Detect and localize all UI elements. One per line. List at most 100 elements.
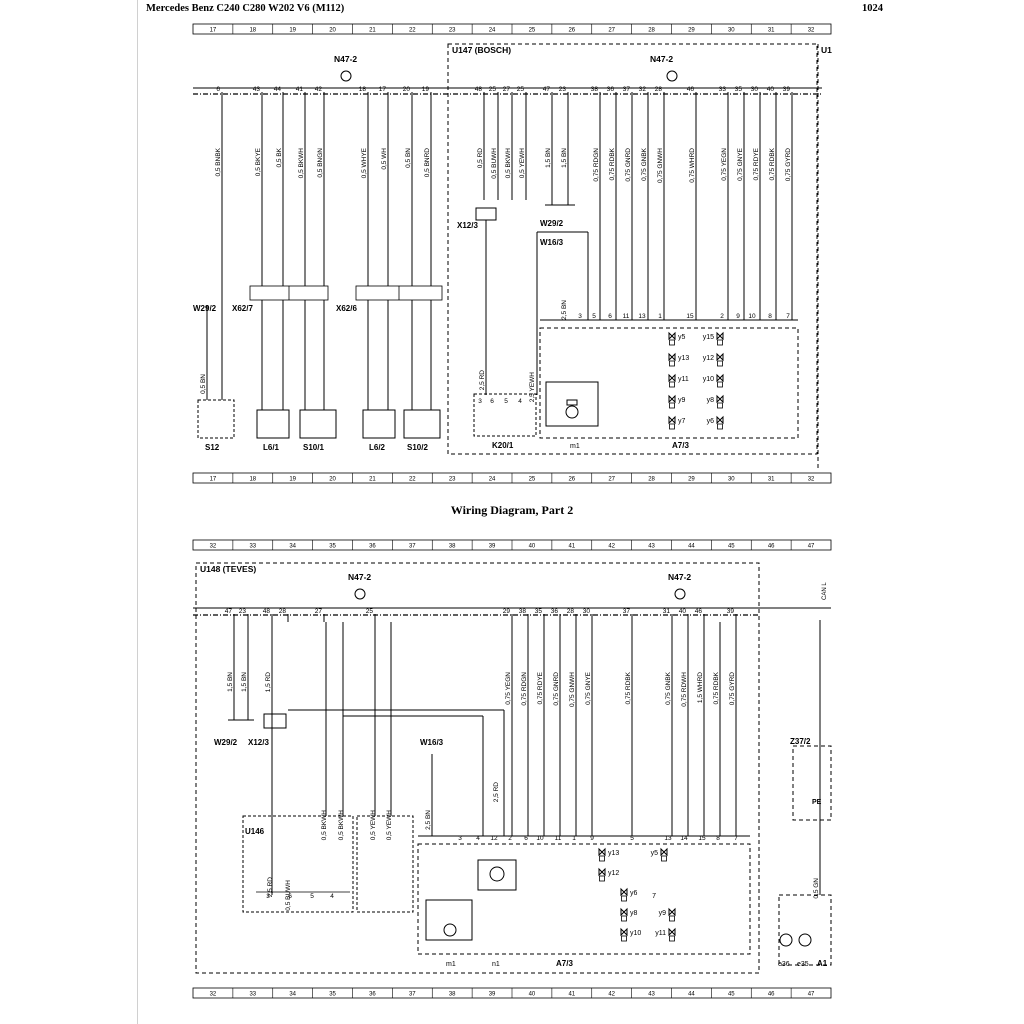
part-2-grid-top-cell-44: 44 (688, 544, 695, 550)
part-1-wire-1: 0,5 BKYE (255, 147, 262, 176)
part-1-aux-wire-1: 2,5 RD (479, 370, 486, 391)
part-1-wire-12: 0,5 YEWH (519, 148, 526, 179)
part-1-grid-bottom-cell-20: 20 (329, 477, 336, 483)
w29-2-inner-label: W29/2 (540, 219, 564, 228)
part-1-pin-18: 18 (359, 86, 367, 93)
can-l-label: CAN L (822, 582, 828, 600)
part-1-a7-pin-10: 10 (748, 313, 756, 320)
part-2-a7-pin-7: 7 (734, 835, 738, 842)
part-2-grid-top-cell-38: 38 (449, 544, 456, 550)
a7-3-label-2: A7/3 (556, 959, 573, 968)
part-2-wire-12: 1,5 WHRD (697, 672, 704, 703)
part-2-wire-2: 1,5 RD (265, 672, 272, 693)
part-1-wire-22: 0,75 GNYE (737, 147, 744, 181)
part-2-grid-top-cell-42: 42 (608, 544, 615, 550)
part-2-u146-pin-6: 6 (288, 893, 292, 900)
part-2-a7-pin-8: 8 (716, 835, 720, 842)
part-1-a7-pin-13: 13 (638, 313, 646, 320)
s10-2-label: S10/2 (407, 443, 428, 452)
part-1-center-pin-48: 48 (475, 86, 483, 93)
part-2-wire-13: 0,75 RDBK (713, 671, 720, 704)
document-title: Mercedes Benz C240 C280 W202 V6 (M112) (146, 3, 345, 14)
part-2-right-pin-30: 30 (583, 608, 591, 615)
part-2-grid-bottom-cell-36: 36 (369, 992, 376, 998)
part-2-right-pin-46: 46 (695, 608, 703, 615)
part-1-valve-y5: y5 (678, 334, 686, 341)
part-1-k20-pin-4: 4 (518, 398, 522, 405)
part-2-wire-8: 0,75 GNYE (585, 671, 592, 705)
part-1-grid-top-cell-24: 24 (489, 28, 496, 34)
part-1-a7-pin-15: 15 (686, 313, 694, 320)
n47-2-right-label-2: N47-2 (668, 572, 691, 582)
part-1-pin-41: 41 (296, 86, 304, 93)
part-1-pin-42: 42 (315, 86, 323, 93)
part-1-grid-top-cell-21: 21 (369, 28, 376, 34)
part-2-grid-bottom-cell-38: 38 (449, 992, 456, 998)
w16-3-label: W16/3 (540, 238, 564, 247)
part-1-wire-2: 0,5 BK (276, 147, 283, 167)
l6-1-sensor-box (256, 409, 290, 439)
x12-3-connector (475, 207, 497, 221)
part-1-pin-44: 44 (274, 86, 282, 93)
part-1-center-pin-27: 27 (503, 86, 511, 93)
part-2-right-pin-40: 40 (679, 608, 687, 615)
part-1-pin-19: 19 (422, 86, 430, 93)
part-2-wire-1: 1,5 BN (241, 672, 248, 692)
u147-module-box (447, 43, 818, 455)
part-2-grid-top-cell-45: 45 (728, 544, 735, 550)
e35-label: e35 (797, 961, 809, 968)
part-1-grid-top-cell-29: 29 (688, 28, 695, 34)
part-1-grid-bottom-cell-32: 32 (808, 477, 815, 483)
part-2-wire-9: 0,75 RDBK (625, 671, 632, 704)
x62-7-label: X62/7 (232, 304, 253, 313)
part-1-pin-20: 20 (403, 86, 411, 93)
part-1-wire-17: 0,75 GNRD (625, 148, 632, 182)
x12-3-connector-2 (263, 713, 287, 729)
part-2-grid-top-cell-39: 39 (489, 544, 496, 550)
part-1-valve-y15: y15 (703, 334, 714, 341)
u146-label: U146 (245, 827, 265, 836)
e35-lamp-symbol (798, 933, 812, 947)
u147-module-label: U147 (BOSCH) (452, 45, 511, 55)
part-1-a7-pin-9: 9 (736, 313, 740, 320)
part-2-valve-y6: y6 (630, 890, 638, 897)
part-2-grid-top-cell-46: 46 (768, 544, 775, 550)
part-2-right-pin-39: 39 (727, 608, 735, 615)
part-2-wire-11: 0,75 RDWH (681, 672, 688, 707)
part-2-right-pin-36: 36 (551, 608, 559, 615)
part-1-center-pin-47: 47 (543, 86, 551, 93)
part-1-grid-bottom-cell-21: 21 (369, 477, 376, 483)
part-1-grid-top-cell-30: 30 (728, 28, 735, 34)
n47-2-left-label-2: N47-2 (348, 572, 371, 582)
part-1-valve-y11-symbol (668, 373, 676, 383)
part-1-grid-bottom-cell-22: 22 (409, 477, 416, 483)
n47-2-left-ground-symbol-2 (354, 588, 366, 600)
part-1-wire-6: 0,5 WH (381, 148, 388, 170)
part-1-grid-top-cell-25: 25 (529, 28, 536, 34)
part-2-aux-wire-7: 2,5 RD (267, 877, 274, 898)
u146-sub-box (356, 815, 414, 913)
part-2-grid-top-cell-43: 43 (648, 544, 655, 550)
part-1-k20-pin-3: 3 (478, 398, 482, 405)
part-2-a7-pin-2: 2 (508, 835, 512, 842)
part-2-grid-top-cell-33: 33 (249, 544, 256, 550)
part-1-grid-top-cell-17: 17 (210, 28, 217, 34)
part-1-grid-bottom-cell-25: 25 (529, 477, 536, 483)
part-2-grid-top-cell-47: 47 (808, 544, 815, 550)
m1-pump-motor-symbol-2 (443, 923, 457, 937)
part-1-wire-25: 0,75 GYRD (785, 148, 792, 182)
part-1-pin-17: 17 (379, 86, 387, 93)
a7-3-hydraulic-unit-box-2 (417, 843, 751, 955)
part-2-grid-bottom-cell-46: 46 (768, 992, 775, 998)
part-2-heading: Wiring Diagram, Part 2 (450, 503, 574, 517)
part-2-grid-bottom-cell-40: 40 (529, 992, 536, 998)
part-1-wire-10: 0,5 BUWH (491, 148, 498, 179)
l6-2-sensor-box (362, 409, 396, 439)
u146-module-box (242, 815, 354, 913)
part-1-wire-14: 1,5 BN (561, 148, 568, 168)
part-1-wire-7: 0,5 BN (405, 148, 412, 168)
part-1-grid-bottom-cell-24: 24 (489, 477, 496, 483)
part-1-grid-top-cell-27: 27 (608, 28, 615, 34)
part-1-right-pin-35: 35 (735, 86, 743, 93)
l6-1-label: L6/1 (263, 443, 280, 452)
